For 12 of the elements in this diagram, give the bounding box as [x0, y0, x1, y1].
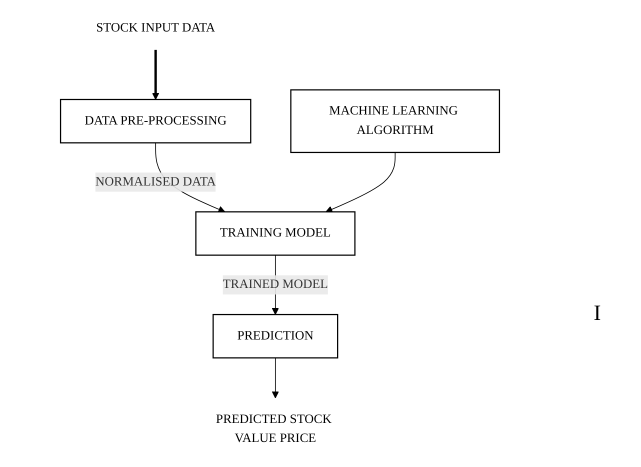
note-text: I: [594, 300, 601, 326]
edge-label: NORMALISED DATA: [95, 174, 216, 189]
node-text: STOCK INPUT DATA: [96, 20, 216, 35]
arrow: [272, 357, 279, 398]
node-box: TRAINING MODEL: [195, 211, 356, 256]
node-box: PREDICTION: [212, 314, 338, 358]
node-text: PREDICTED STOCK VALUE PRICE: [216, 412, 332, 446]
arrow: [326, 152, 396, 213]
node-box: DATA PRE-PROCESSING: [60, 98, 252, 144]
edge-label: TRAINED MODEL: [222, 278, 328, 292]
node-box: MACHINE LEARNING ALGORITHM: [290, 89, 500, 154]
arrow: [152, 50, 160, 100]
